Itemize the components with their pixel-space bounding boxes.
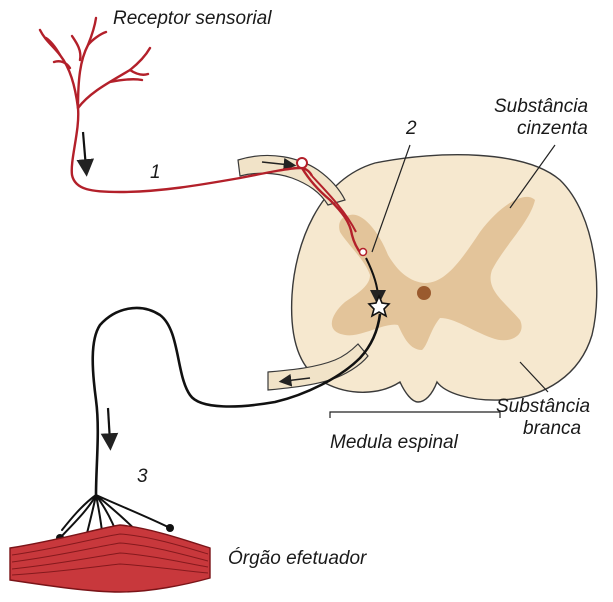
arrow-down-icon-2 [108, 408, 110, 442]
label-white-matter-2: branca [523, 418, 581, 440]
effector-muscle [10, 525, 210, 592]
synapse-sensory [360, 249, 367, 256]
sensory-receptor [40, 18, 150, 108]
label-number-2: 2 [406, 118, 417, 140]
label-sensory-receptor: Receptor sensorial [113, 8, 271, 30]
label-grey-matter-2: cinzenta [517, 118, 588, 140]
label-number-1: 1 [150, 162, 161, 184]
sensory-neuron [72, 108, 312, 192]
label-white-matter-1: Substância [496, 396, 590, 418]
arrow-down-icon [83, 132, 86, 168]
central-canal [417, 286, 431, 300]
ganglion-cell-body [297, 158, 307, 168]
label-spinal-cord: Medula espinal [330, 432, 458, 454]
spinal-cord-bracket [330, 412, 500, 418]
label-number-3: 3 [137, 466, 148, 488]
label-effector-organ: Órgão efetuador [228, 548, 366, 570]
label-grey-matter-1: Substância [494, 96, 588, 118]
